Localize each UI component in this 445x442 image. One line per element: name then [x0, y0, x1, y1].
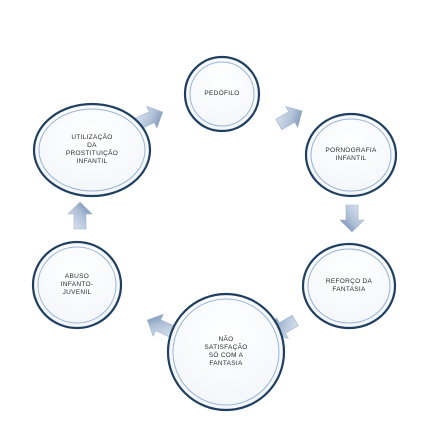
node-label-line: UTILIZAÇÃO: [71, 134, 113, 141]
node-label-line: NÃO: [218, 336, 234, 343]
node-label-line: JUVENIL: [62, 289, 92, 296]
node-label-line: PROSTITUIÇÃO: [65, 150, 119, 157]
arrow-icon: [275, 106, 303, 131]
node-label-line: FANTASIA: [209, 360, 243, 367]
node-label-line: FANTASIA: [332, 286, 366, 293]
arrow-icon: [67, 201, 93, 230]
node-label-line: INFANTO-: [60, 281, 94, 288]
arrow-icon: [339, 204, 365, 233]
cycle-node-nao-satisfacao: [166, 292, 286, 412]
cycle-node-reforco: [301, 242, 397, 330]
node-label-pedofilo: PEDÓFILO: [192, 64, 252, 124]
node-label-line: SÓ COM A: [208, 352, 244, 359]
node-label-line: PORNOGRAFIA: [325, 147, 377, 154]
node-label-line: INFANTIL: [335, 155, 367, 162]
cycle-node-pornografia: [304, 112, 398, 198]
node-label-line: DA: [87, 142, 97, 149]
cycle-node-utilizacao: [32, 102, 152, 198]
node-label-line: ABUSO: [64, 273, 90, 280]
cycle-node-pedofilo: [183, 55, 261, 133]
node-label-line: REFORÇO DA: [325, 278, 373, 285]
node-label-line: PEDÓFILO: [204, 90, 240, 97]
node-label-line: INFANTIL: [76, 158, 108, 165]
cycle-node-abuso: [31, 240, 123, 330]
arrow-icon: [146, 313, 175, 338]
node-label-line: SATISFAÇÃO: [204, 344, 248, 351]
